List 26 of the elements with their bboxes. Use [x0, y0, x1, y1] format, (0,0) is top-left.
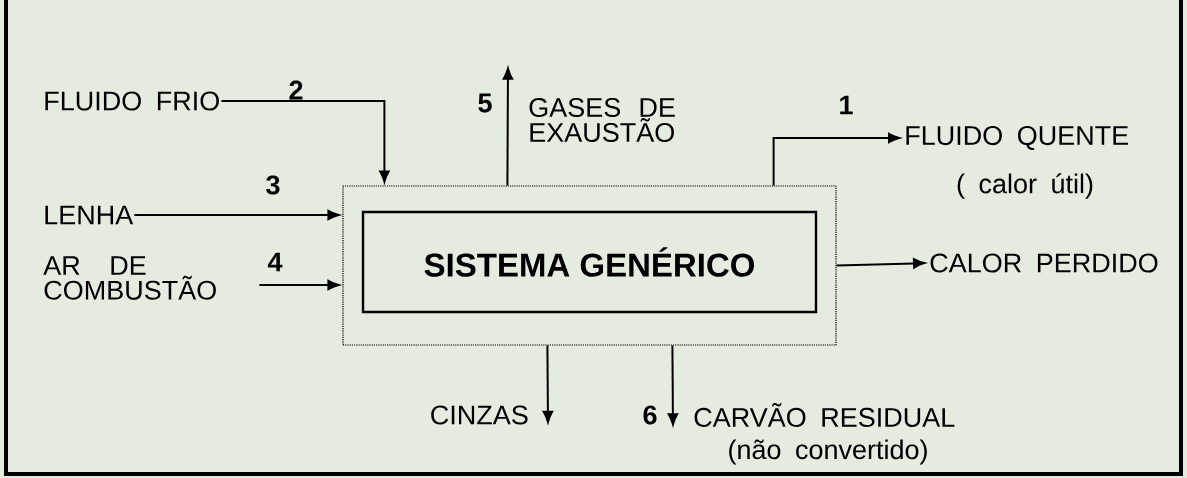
stream-label: CALOR PERDIDO: [930, 253, 1158, 273]
stream-label: CARVÃO RESIDUAL: [694, 403, 955, 427]
arrow: [667, 344, 679, 426]
stream-number: 5: [478, 93, 492, 113]
arrow: [220, 100, 390, 183]
arrow: [133, 209, 340, 221]
boundary-box: [342, 185, 837, 346]
arrow: [542, 344, 554, 423]
arrow: [772, 132, 901, 187]
system-box: SISTEMA GENÉRICO: [361, 210, 818, 314]
arrow: [258, 279, 340, 291]
stream-label: CINZAS: [431, 405, 528, 425]
stream-label: FLUIDO FRIO: [45, 91, 219, 111]
note-text: ( calor útil): [957, 173, 1093, 199]
stream-number: 3: [266, 175, 280, 195]
stream-label: FLUIDO QUENTE: [906, 126, 1129, 150]
stream-number: 4: [267, 252, 283, 272]
stream-label: AR DE COMBUSTÃO: [43, 256, 216, 300]
arrow: [502, 67, 514, 187]
stream-number: 1: [840, 95, 853, 115]
note-text: (não convertido): [729, 439, 927, 465]
stream-label: LENHA: [45, 205, 134, 225]
stream-label: GASES DE EXAUSTÃO: [529, 97, 675, 143]
stream-number: 2: [289, 80, 303, 100]
arrow: [835, 258, 926, 269]
stream-number: 6: [643, 405, 657, 425]
